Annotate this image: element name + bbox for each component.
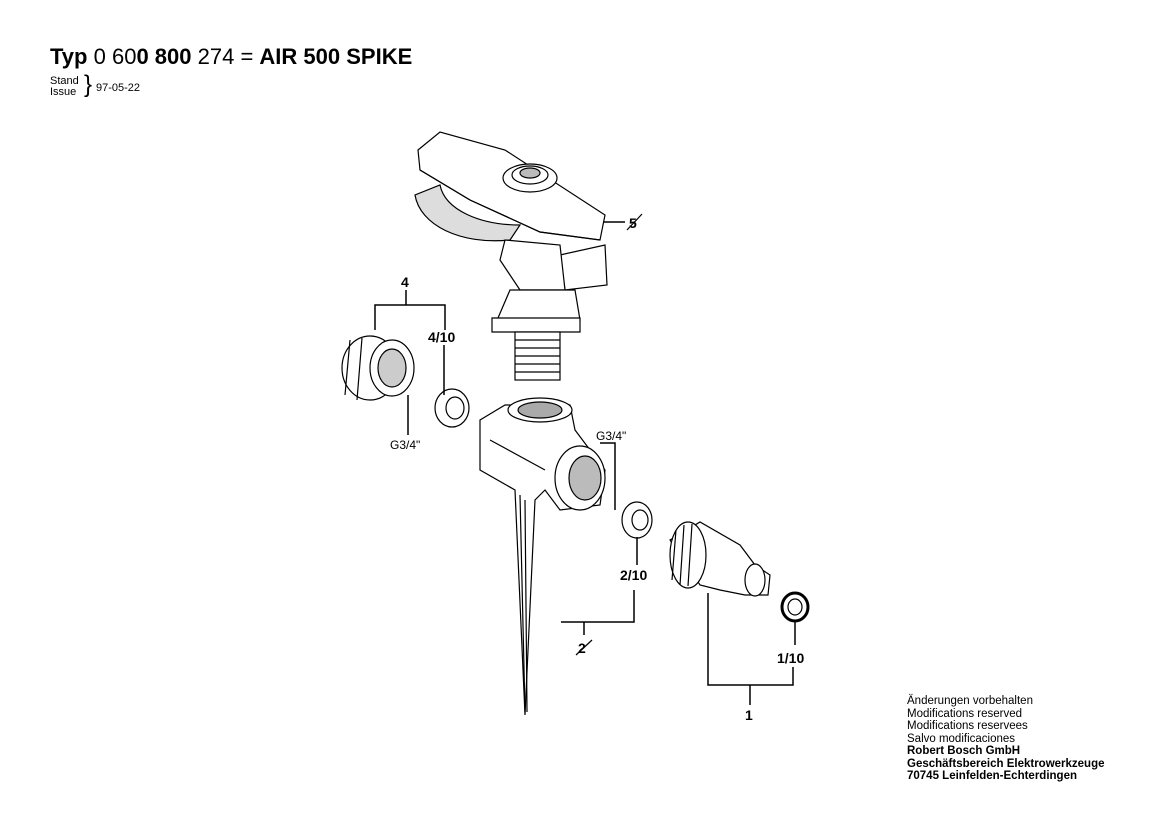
label-thread-right: G3/4": [596, 429, 626, 443]
o-ring-part-1-10: [780, 591, 810, 623]
label-part-2-10: 2/10: [620, 567, 647, 583]
label-part-4: 4: [401, 274, 409, 290]
brace: }: [84, 71, 93, 98]
document-title: Typ 0 600 800 274 = AIR 500 SPIKE: [50, 44, 413, 69]
spike-body-part-2: [479, 397, 606, 716]
footer-notice: Änderungen vorbehalten Modifications res…: [907, 695, 1105, 782]
issue-date: 97-05-22: [96, 82, 141, 94]
part-labels: 5 4 4/10 G3/4" G3/4" 2/10 2 1/10 1: [390, 213, 804, 723]
label-part-1: 1: [745, 707, 753, 723]
label-part-1-10: 1/10: [777, 650, 804, 666]
washer-part-4-10: [434, 388, 470, 428]
label-thread-left: G3/4": [390, 438, 420, 452]
sprinkler-head-part: [414, 131, 608, 381]
nut-part-4: [341, 335, 415, 401]
label-part-2: 2: [578, 640, 586, 656]
leader-lines: [374, 221, 796, 705]
connector-part-1: [669, 521, 771, 597]
washer-part-2-10: [621, 501, 653, 539]
label-part-4-10: 4/10: [428, 329, 455, 345]
